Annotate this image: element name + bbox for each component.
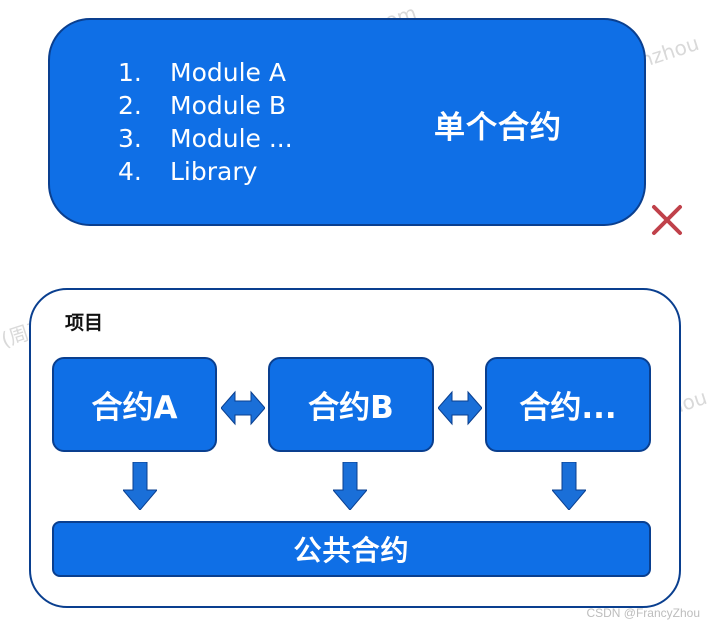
single-contract-title: 单个合约 <box>434 110 562 146</box>
cross-icon <box>652 205 682 235</box>
down-arrow-icon <box>552 462 586 510</box>
double-arrow-icon <box>438 390 482 426</box>
double-arrow-icon <box>221 390 265 426</box>
contract-b-box: 合约B <box>268 357 434 452</box>
project-label: 项目 <box>65 312 104 334</box>
module-list: 1. Module A 2. Module B 3. Module ... 4. Lib… <box>118 56 293 188</box>
contract-a-box: 合约A <box>52 357 217 452</box>
module-label: Module A <box>170 58 286 87</box>
module-number: 2. <box>118 91 142 120</box>
module-item: 2. Module B <box>118 89 293 122</box>
module-item: 1. Module A <box>118 56 293 89</box>
module-label: Library <box>170 157 258 186</box>
module-number: 4. <box>118 157 142 186</box>
module-number: 1. <box>118 58 142 87</box>
single-contract-box: 1. Module A 2. Module B 3. Module ... 4. Lib… <box>48 18 646 226</box>
footer-credit: CSDN @FrancyZhou <box>586 606 700 620</box>
module-label: Module ... <box>170 124 293 153</box>
module-number: 3. <box>118 124 142 153</box>
module-item: 3. Module ... <box>118 122 293 155</box>
down-arrow-icon <box>123 462 157 510</box>
down-arrow-icon <box>333 462 367 510</box>
module-item: 4. Library <box>118 155 293 188</box>
public-contract-box: 公共合约 <box>52 521 651 577</box>
module-label: Module B <box>170 91 287 120</box>
contract-etc-box: 合约... <box>485 357 651 452</box>
